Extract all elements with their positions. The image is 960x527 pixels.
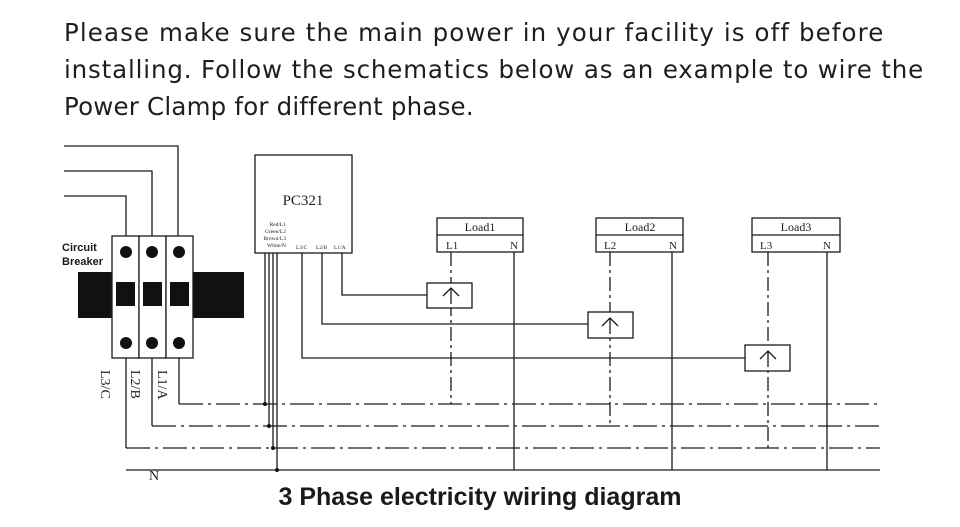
terminal-l1: L1/A [334,245,346,251]
arrow-up-icon [759,350,777,367]
instructions-line-2: installing. Follow the schematics below … [64,55,925,84]
clamp-2 [587,311,634,339]
feed-lines [64,145,179,236]
device-name: PC321 [283,193,324,209]
terminal-l2: L2/B [316,245,328,251]
breaker-label-line-1: Circuit [62,242,97,254]
load-3-neutral: N [823,240,831,252]
breaker-label-line-2: Breaker [62,256,104,268]
instructions-line-3: Power Clamp for different phase. [64,92,474,121]
pc321-device: PC321 Red/L1 Green/L2 Brown/L3 White/N L… [254,154,353,254]
load-2-neutral: N [669,240,677,252]
phase-label-l3: L3/C [97,370,112,399]
diagram-caption: 3 Phase electricity wiring diagram [278,483,682,511]
pc321-box [254,154,353,254]
load-1-name: Load1 [465,220,496,234]
arrow-up-icon [601,317,619,334]
wire-color-brown: Brown/L3 [263,236,286,242]
circuit-breaker: Circuit Breaker [62,235,244,359]
wire-color-red: Red/L1 [270,222,287,228]
phase-wires [125,358,880,471]
load-2-name: Load2 [625,220,656,234]
load-1: Load1 L1 N [436,217,524,253]
load-2-line: L2 [604,240,616,252]
instructions-line-1: Please make sure the main power in your … [64,18,885,47]
wire-color-green: Green/L2 [265,229,286,235]
terminal-l3: L3/C [296,245,308,251]
pc321-power-leads [264,253,278,470]
wire-color-white: White/N [267,243,286,249]
load-3: Load3 L3 N [751,217,841,253]
load-conductors [450,252,828,470]
neutral-label: N [149,469,159,484]
clamp-3 [744,344,791,372]
load-3-name: Load3 [781,220,812,234]
load-1-line: L1 [446,240,458,252]
clamp-1-box [426,282,473,309]
arrow-up-icon [442,287,460,304]
clamp-signal-wires [301,253,745,359]
load-1-neutral: N [510,240,518,252]
clamp-1 [426,282,473,309]
phase-label-l1: L1/A [154,370,169,400]
load-3-line: L3 [760,240,773,252]
phase-label-l2: L2/B [127,370,142,399]
load-2: Load2 L2 N [595,217,684,253]
instructions-paragraph: Please make sure the main power in your … [64,14,924,125]
